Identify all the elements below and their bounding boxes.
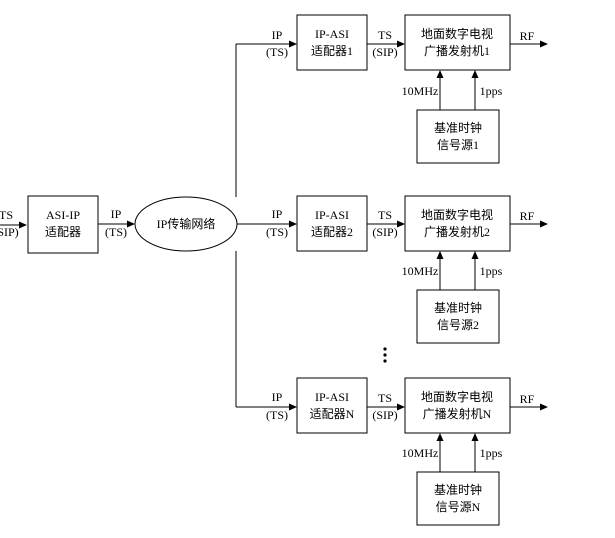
ip-transport-network: IP传输网络 (134, 196, 238, 252)
branch-1: IP (TS) IP-ASI 适配器1 TS (SIP) 地面数字电视 广播发射… (236, 14, 548, 164)
ip-asi-adapter-n-box: IP-ASI 适配器N (296, 377, 368, 434)
transmitter-n-line1: 地面数字电视 (421, 389, 493, 404)
branch-ellipsis (383, 347, 387, 363)
branch-n-rf-label: RF (520, 392, 535, 406)
transmitter-2-line2: 广播发射机2 (424, 224, 490, 239)
ip-asi-adapter-n-line2: 适配器N (310, 407, 355, 421)
transmitter-2-line1: 地面数字电视 (421, 207, 493, 222)
transmitter-1-box: 地面数字电视 广播发射机1 (404, 14, 511, 71)
branch-1-in-label-ip: IP (272, 28, 283, 42)
branch-n-tx-label-ts: TS (378, 391, 392, 405)
ip-asi-adapter-n-line1: IP-ASI (315, 390, 349, 404)
input-signal: TS (SIP) (0, 208, 27, 239)
branch-n: IP (TS) IP-ASI 适配器N TS (SIP) 地面数字电视 广播发射… (236, 377, 548, 526)
transmitter-n-line2: 广播发射机N (423, 406, 492, 421)
clock-source-2-box: 基准时钟 信号源2 (416, 289, 500, 344)
clock-source-n-line1: 基准时钟 (434, 482, 482, 497)
clock-source-2-line2: 信号源2 (437, 318, 479, 332)
asi-ip-adapter-line1: ASI-IP (46, 208, 80, 222)
branch-n-in-label-ts: (TS) (266, 408, 288, 422)
clock-source-n-line2: 信号源N (436, 500, 481, 514)
ellipsis-dot (383, 353, 387, 357)
branch-1-1pps-label: 1pps (480, 84, 503, 98)
asi-to-network-label-ts: (TS) (105, 225, 127, 239)
ellipsis-dot (383, 347, 387, 351)
branch-n-1pps-label: 1pps (480, 446, 503, 460)
input-label-ts: TS (0, 208, 13, 222)
branch-2-tx-label-sip: (SIP) (372, 225, 397, 239)
asi-ip-adapter-box: ASI-IP 适配器 (27, 195, 99, 254)
ellipsis-dot (383, 359, 387, 363)
clock-source-1-line1: 基准时钟 (434, 120, 482, 135)
network-label: IP传输网络 (157, 216, 216, 231)
clock-source-n-box: 基准时钟 信号源N (416, 471, 500, 526)
branch-1-in-label-ts: (TS) (266, 45, 288, 59)
clock-source-1-line2: 信号源1 (437, 138, 479, 152)
input-arrowhead (19, 221, 27, 229)
ip-asi-adapter-2-box: IP-ASI 适配器2 (296, 195, 368, 252)
transmitter-2-box: 地面数字电视 广播发射机2 (404, 195, 511, 252)
asi-to-network-label-ip: IP (111, 207, 122, 221)
asi-ip-adapter-line2: 适配器 (45, 225, 81, 239)
branch-n-in-label-ip: IP (272, 390, 283, 404)
ip-asi-adapter-2-line2: 适配器2 (311, 225, 353, 239)
ip-asi-adapter-2-line1: IP-ASI (315, 208, 349, 222)
branch-2-in-label-ip: IP (272, 207, 283, 221)
branch-2-1pps-label: 1pps (480, 264, 503, 278)
asi-to-network-link: IP (TS) (98, 207, 135, 239)
branch-2-10mhz-label: 10MHz (402, 264, 439, 278)
branch-2-rf-label: RF (520, 209, 535, 223)
ip-asi-adapter-1-line2: 适配器1 (311, 44, 353, 58)
branch-1-tx-label-sip: (SIP) (372, 45, 397, 59)
branch-n-tx-label-sip: (SIP) (372, 408, 397, 422)
transmitter-n-box: 地面数字电视 广播发射机N (404, 377, 511, 434)
branch-1-rf-label: RF (520, 29, 535, 43)
ip-asi-adapter-1-box: IP-ASI 适配器1 (296, 14, 368, 71)
ip-asi-adapter-1-line1: IP-ASI (315, 27, 349, 41)
clock-source-2-line1: 基准时钟 (434, 300, 482, 315)
transmitter-1-line2: 广播发射机1 (424, 43, 490, 58)
branch-1-tx-label-ts: TS (378, 28, 392, 42)
input-label-sip: (SIP) (0, 225, 19, 239)
branch-2-tx-label-ts: TS (378, 208, 392, 222)
branch-2: IP (TS) IP-ASI 适配器2 TS (SIP) 地面数字电视 广播发射… (237, 195, 548, 344)
branch-n-10mhz-label: 10MHz (402, 446, 439, 460)
branch-1-10mhz-label: 10MHz (402, 84, 439, 98)
clock-source-1-box: 基准时钟 信号源1 (416, 109, 500, 164)
transmitter-1-line1: 地面数字电视 (421, 26, 493, 41)
branch-2-in-label-ts: (TS) (266, 225, 288, 239)
